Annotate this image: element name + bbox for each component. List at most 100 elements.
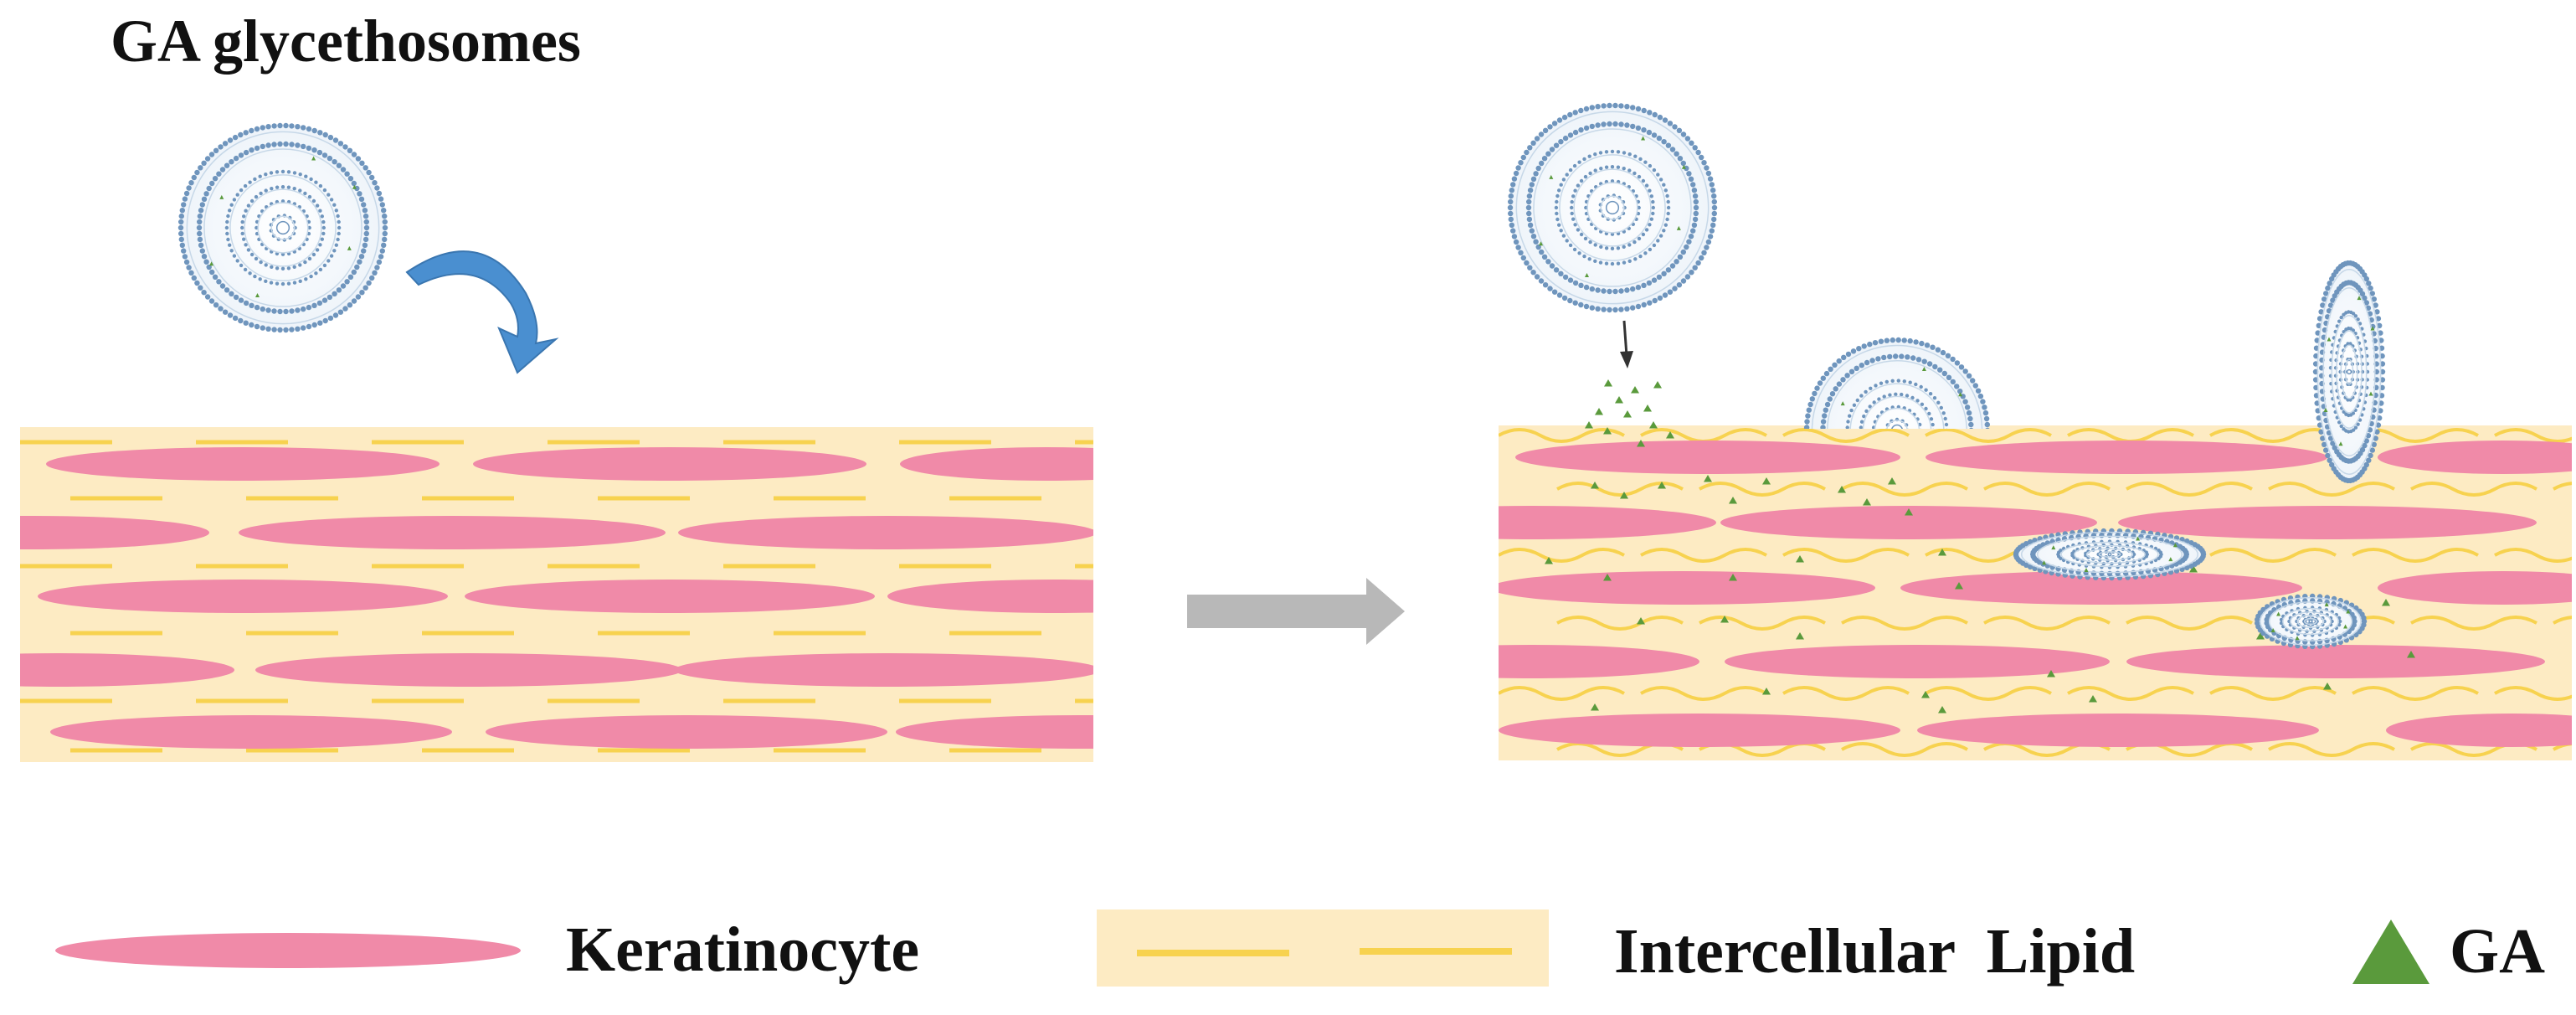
lipid-head	[1691, 188, 1698, 193]
lipid-head	[311, 127, 317, 134]
lipid-head	[1644, 228, 1649, 232]
keratinocyte	[1720, 506, 2097, 539]
lipid-head	[224, 225, 229, 230]
lipid-head	[1651, 277, 1658, 283]
lipid-head	[1901, 337, 1907, 343]
lipid-head	[1561, 114, 1568, 121]
lipid-head	[1572, 280, 1579, 286]
lipid-head	[1618, 121, 1624, 127]
lipid-head	[1966, 373, 1972, 379]
lipid-head	[1583, 106, 1590, 112]
lipid-head	[1595, 122, 1601, 128]
lipid-head	[216, 171, 222, 177]
lipid-head	[1651, 211, 1655, 216]
lipid-head	[1950, 356, 1956, 363]
lipid-head	[199, 202, 205, 208]
lipid-head	[2332, 445, 2337, 451]
lipid-head	[1704, 165, 1710, 171]
lipid-head	[224, 287, 230, 293]
ga-molecule	[1549, 174, 1554, 179]
lipid-head	[1820, 419, 1827, 425]
lipid-head	[306, 323, 312, 330]
ga-molecule	[255, 293, 260, 298]
lipid-head	[1859, 425, 1864, 429]
lipid-head	[344, 279, 350, 285]
ga-molecule	[1863, 498, 1871, 506]
lipid-head	[332, 137, 339, 143]
lipid-head	[307, 225, 311, 230]
lipid-head	[2359, 291, 2366, 297]
lipid-head	[2371, 296, 2377, 302]
lipid-head	[1542, 282, 1549, 288]
lipid-head	[1635, 303, 1642, 310]
legend-ga-icon	[2352, 920, 2429, 984]
lipid-head	[332, 249, 337, 253]
lipid-head	[224, 162, 230, 168]
lipid-head	[1875, 356, 1881, 362]
lipid-head	[1567, 111, 1573, 118]
lipid-head	[298, 173, 302, 177]
lipid-head	[198, 165, 203, 171]
lipid-head	[1555, 193, 1560, 198]
lipid-head	[1526, 193, 1533, 199]
lipid-head	[1908, 380, 1912, 384]
lipid-head	[1520, 154, 1527, 161]
ga-molecule	[1631, 386, 1639, 394]
lipid-wave	[1782, 428, 1910, 443]
lipid-head	[249, 252, 255, 257]
lipid-head	[347, 176, 354, 182]
lipid-head	[304, 277, 308, 281]
lipid-head	[246, 204, 251, 208]
lipid-head	[1845, 425, 1849, 429]
lipid-wave	[1640, 548, 1767, 563]
lipid-head	[344, 171, 350, 177]
lipid-head	[2369, 447, 2375, 453]
lipid-head	[1646, 280, 1653, 286]
lipid-head	[2351, 615, 2357, 621]
lipid-head	[1593, 152, 1597, 157]
lipid-head	[1937, 367, 1943, 373]
lipid-head	[1553, 267, 1560, 273]
lipid-head	[289, 142, 295, 147]
ga-molecule	[2338, 441, 2343, 446]
lipid-head	[2158, 550, 2162, 554]
lipid-head	[382, 224, 388, 231]
lipid-head	[317, 130, 323, 136]
lipid-head	[1549, 263, 1555, 269]
lipid-head	[1622, 260, 1627, 265]
lipid-head	[227, 137, 234, 143]
lipid-head	[1562, 135, 1569, 142]
lipid-head	[178, 236, 184, 243]
lipid-head	[1941, 370, 1947, 377]
lipid-head	[1509, 188, 1515, 193]
lipid-head	[179, 242, 185, 248]
lipid-head	[1518, 250, 1524, 255]
ga-molecule	[311, 156, 316, 161]
lipid-head	[361, 248, 367, 254]
lipid-head	[382, 236, 388, 243]
lipid-head	[201, 290, 207, 296]
lipid-head	[311, 322, 317, 328]
lipid-head	[1598, 151, 1603, 155]
lipid-head	[213, 147, 219, 153]
lipid-head	[1689, 270, 1694, 276]
lipid-head	[269, 171, 274, 175]
lipid-head	[1610, 149, 1615, 154]
lipid-tail-ring	[2282, 607, 2339, 636]
lipid-head	[275, 170, 280, 174]
lipid-head	[255, 225, 259, 230]
lipid-head	[186, 265, 192, 270]
lipid-head	[1538, 278, 1545, 284]
ga-molecule	[1591, 703, 1599, 711]
lipid-tail-ring	[1849, 383, 1945, 429]
lipid-wave	[2268, 742, 2395, 757]
lipid-head	[1656, 274, 1663, 281]
lipid-head	[1662, 229, 1666, 233]
lipid-tail-ring	[2020, 531, 2199, 578]
lipid-tail-ring	[186, 131, 380, 325]
lipid-head	[258, 174, 262, 178]
lipid-head	[2106, 570, 2113, 577]
lipid-head	[2327, 302, 2334, 308]
